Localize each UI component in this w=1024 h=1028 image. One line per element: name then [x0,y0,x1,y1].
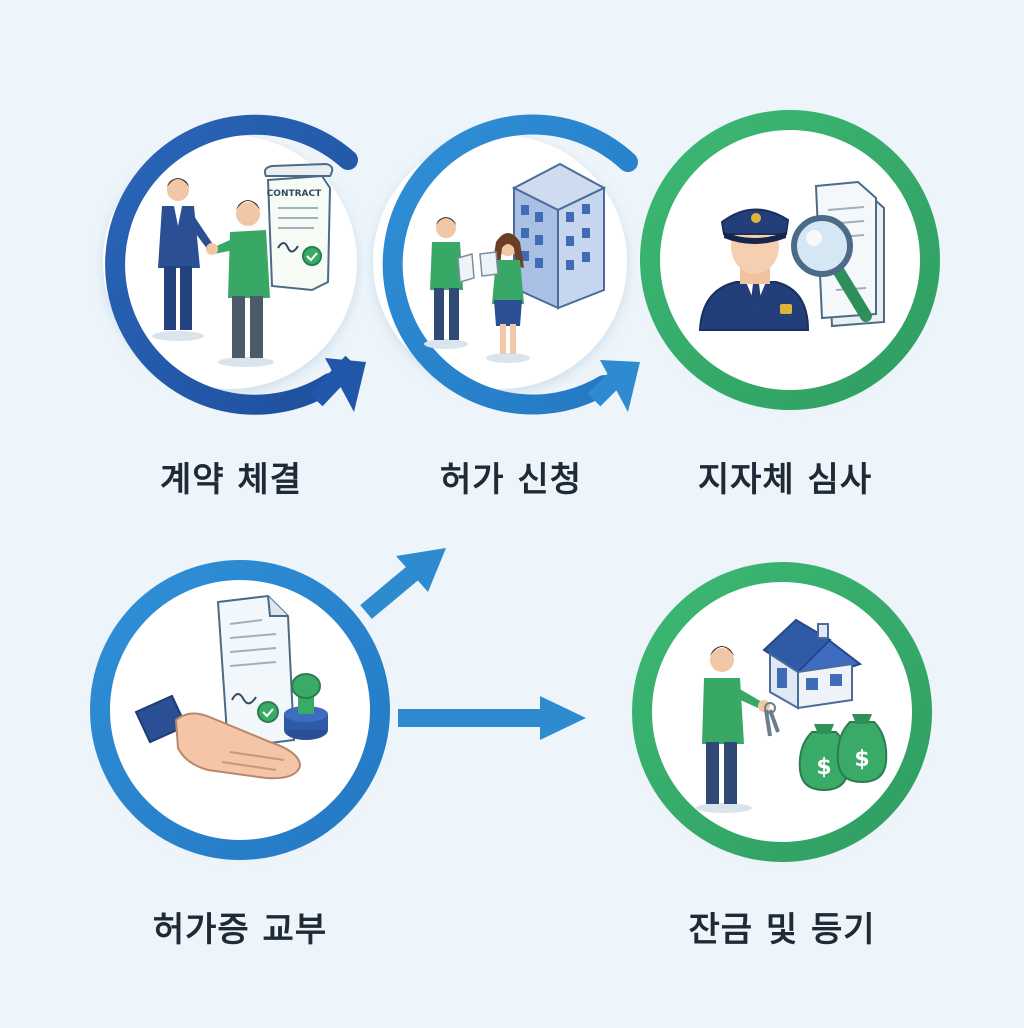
step-4-label: 허가증 교부 [152,910,328,950]
step-3-node [640,110,940,410]
step-4-ring [90,560,390,860]
step-1-label: 계약 체결 [160,460,302,500]
permit-issuance-hand-icon [134,594,328,780]
step-5-node: $ $ [632,562,932,862]
step-2-ring [382,114,638,415]
step-2-node [373,114,640,415]
step-2-arrow-head [600,360,640,412]
permit-application-building-icon [424,162,607,363]
currency-symbol: $ [854,747,869,772]
step-3-ring [640,110,940,410]
contract-heading: CONTRACT [267,189,322,199]
step-4-arrow-up-head [396,548,446,592]
step-4-node [90,548,586,860]
step-5-ring [632,562,932,862]
step-2-label: 허가 신청 [440,460,582,500]
step-1-ring [105,114,358,415]
step-1-node: CONTRACT [103,114,366,415]
step-1-arrow-head [325,358,366,412]
official-review-magnifier-icon [698,180,885,331]
step-5-label: 잔금 및 등기 [688,910,876,950]
payment-house-keys-icon: $ $ [696,618,888,813]
money-bag-2: $ [836,714,888,784]
currency-symbol: $ [816,755,831,780]
step-3-label: 지자체 심사 [697,460,873,500]
step-4-arrow-right-head [540,696,586,740]
handshake-contract-icon: CONTRACT [152,162,334,367]
